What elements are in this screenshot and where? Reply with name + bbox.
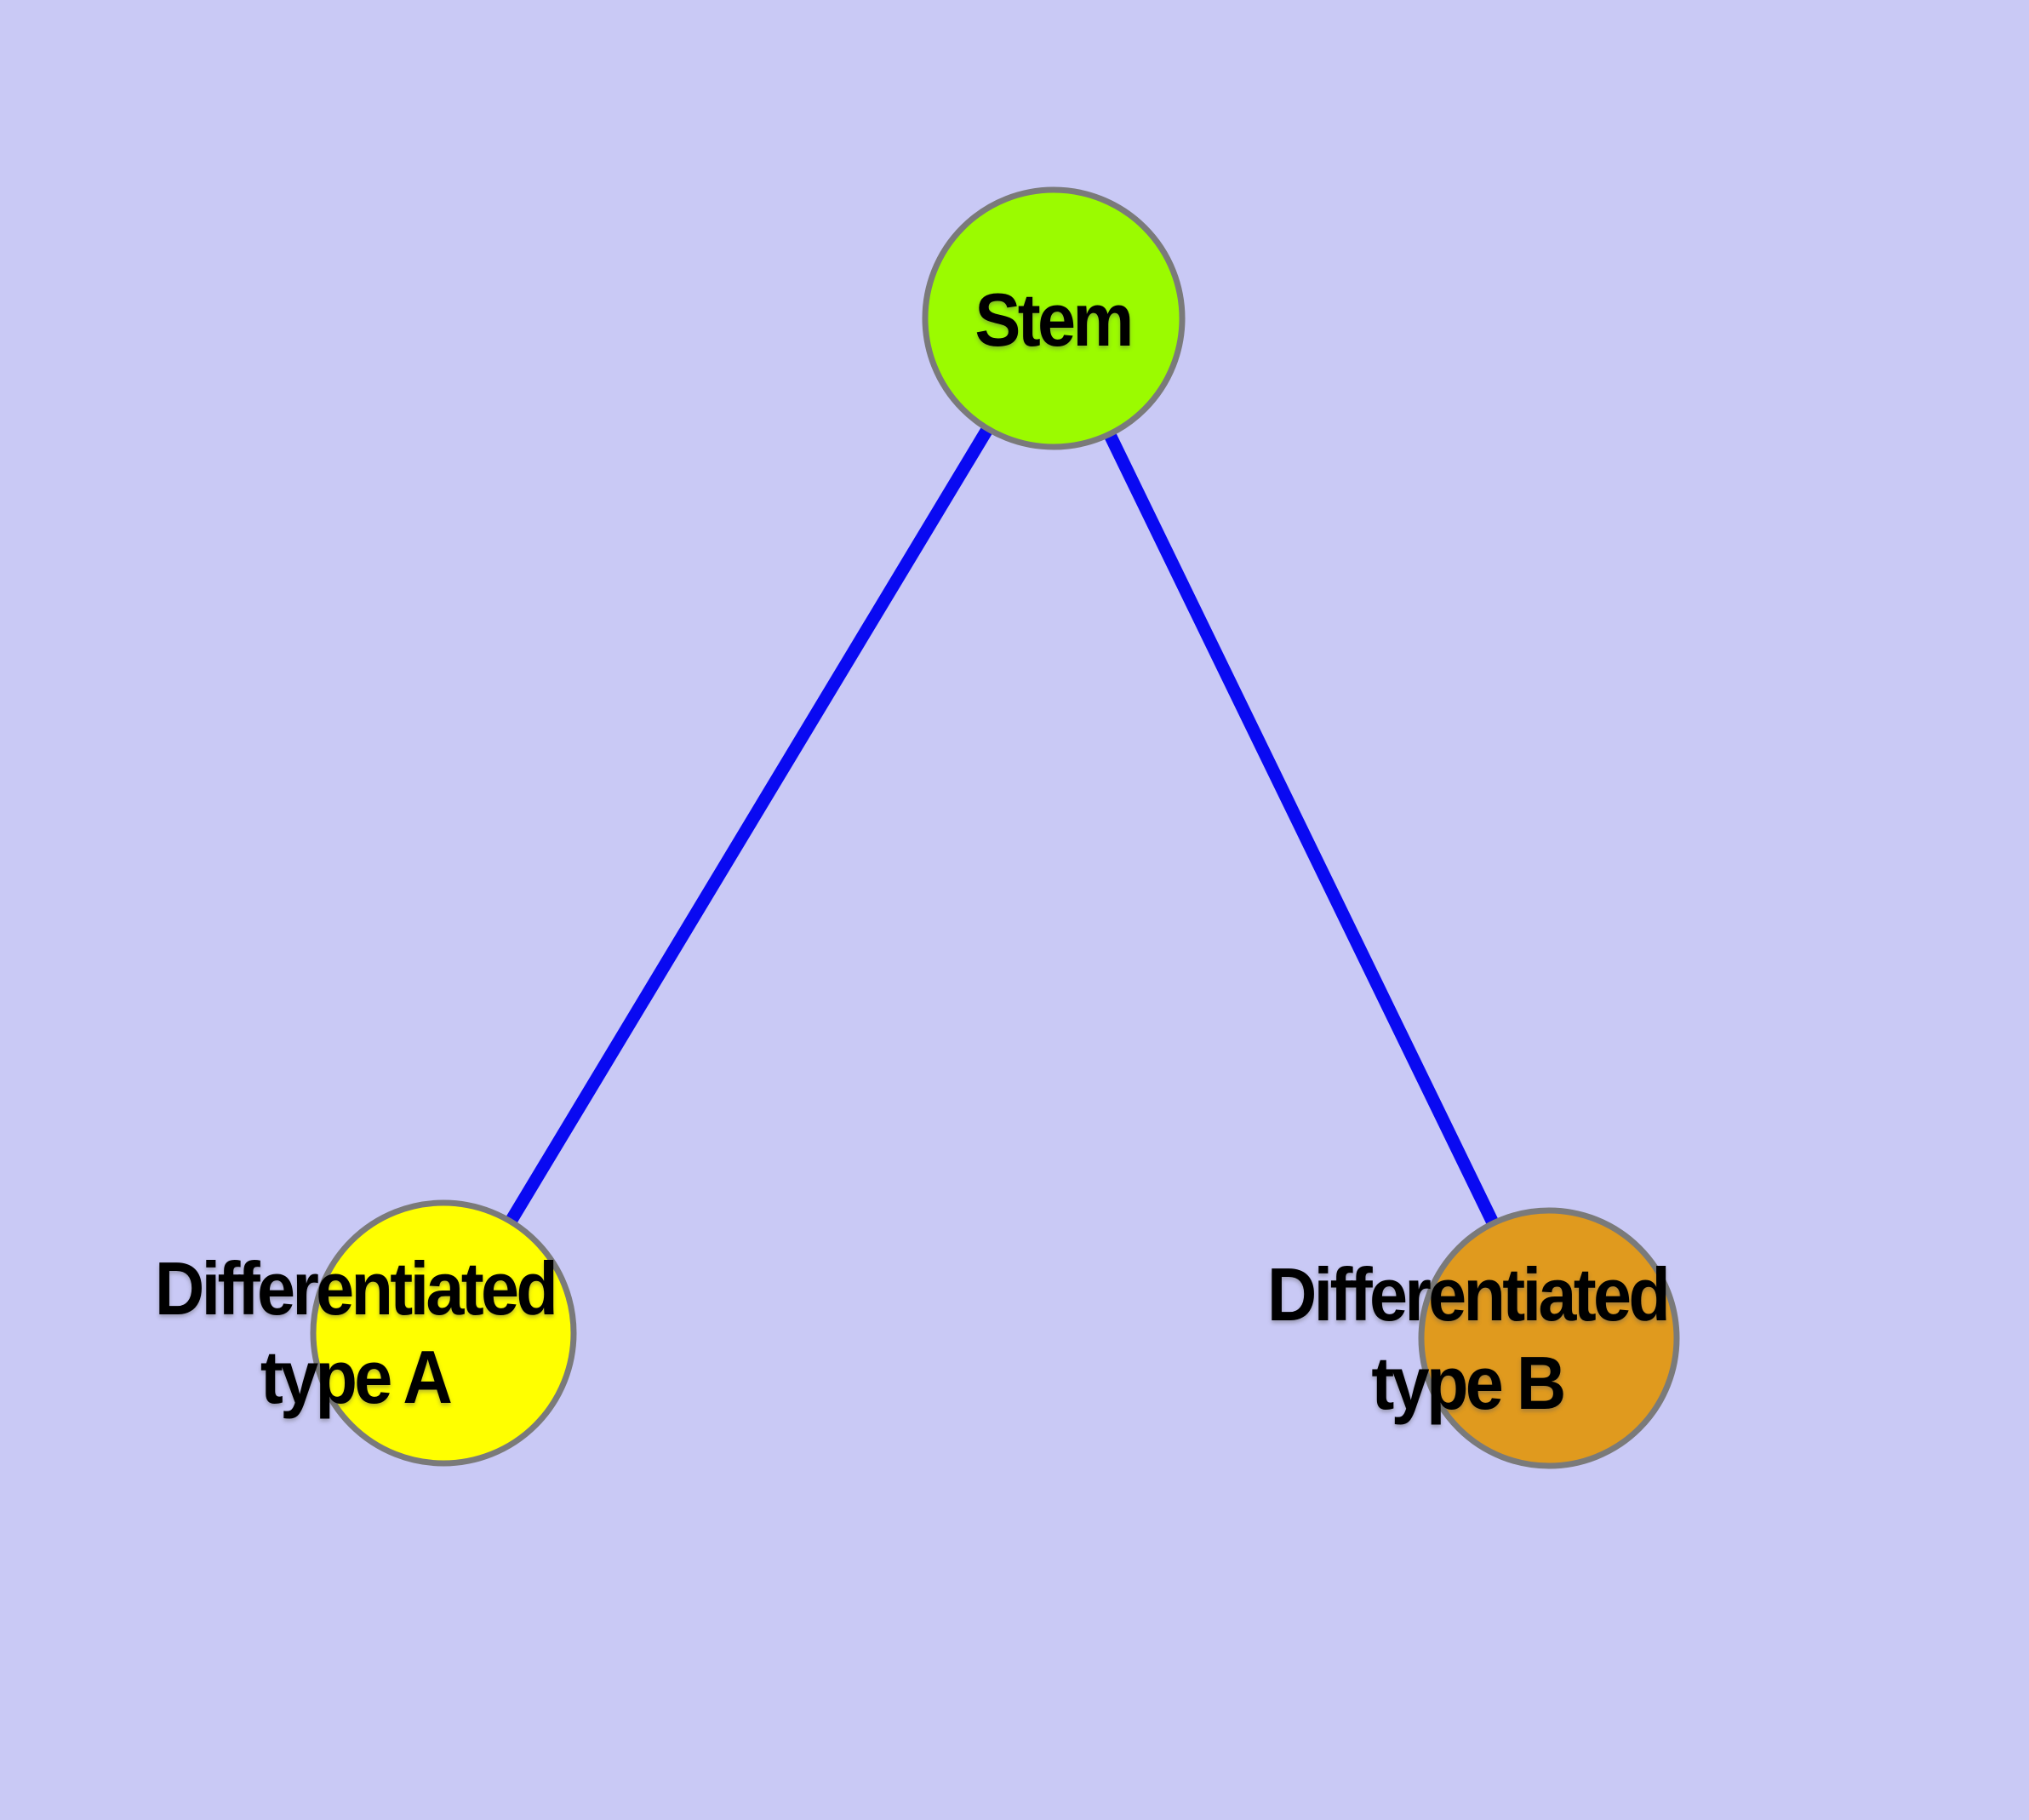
node-stem-label: Stem (974, 278, 1134, 362)
node-type-a-label: Differentiated type A (154, 1245, 558, 1422)
edge-stem-to-type-a (437, 316, 1060, 1336)
node-type-b-circle (1418, 1207, 1680, 1469)
node-type-b-label: Differentiated type B (1266, 1251, 1671, 1428)
node-type-a-label-line1: Differentiated (154, 1246, 558, 1331)
node-stem-circle (922, 186, 1186, 450)
edge-group (437, 316, 1555, 1342)
node-type-a-circle (310, 1199, 577, 1467)
node-group (310, 186, 1680, 1469)
node-type-a-label-line2: type A (260, 1335, 453, 1419)
edge-stem-to-type-b (1048, 316, 1555, 1342)
node-type-b-label-line1: Differentiated (1266, 1252, 1671, 1336)
node-type-b-label-line2: type B (1371, 1341, 1566, 1425)
